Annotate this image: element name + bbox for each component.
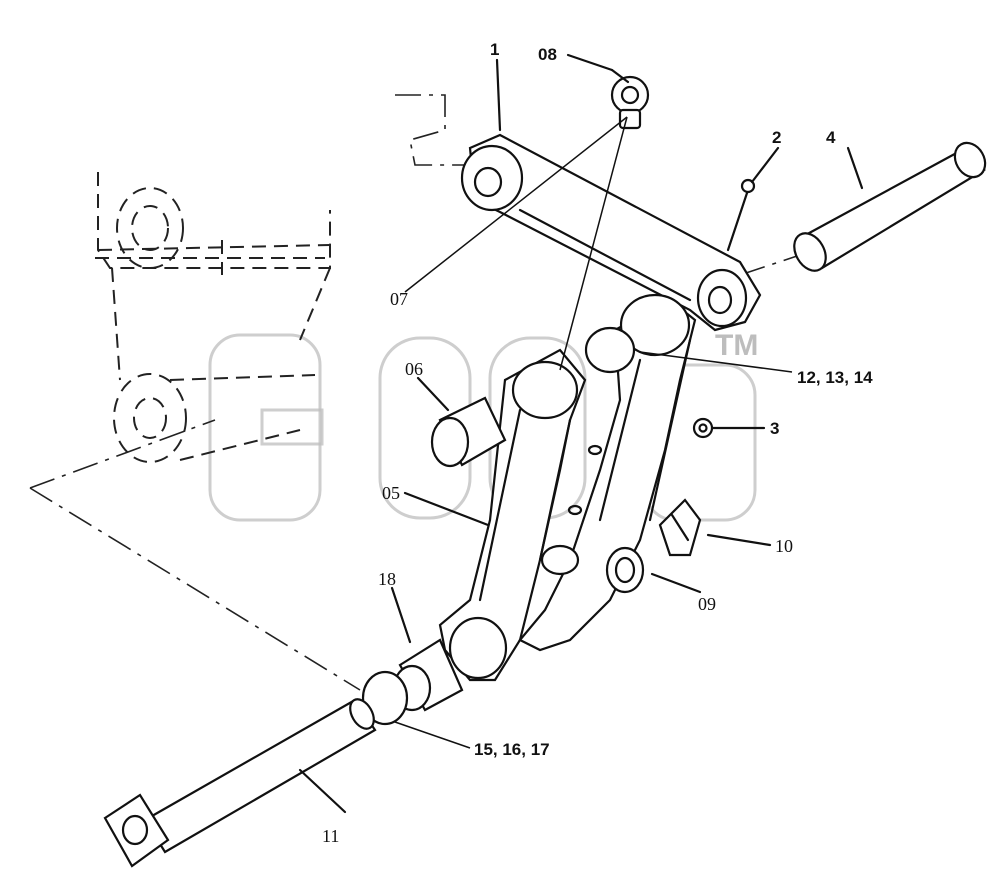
callout-06: 06 xyxy=(405,359,423,379)
callout-08: 08 xyxy=(538,45,557,64)
washer-10 xyxy=(658,498,702,557)
callout-11: 11 xyxy=(322,826,339,846)
callout-2: 2 xyxy=(772,128,781,147)
ring-15-16-17 xyxy=(361,670,409,726)
callout-3: 3 xyxy=(770,419,779,438)
ring-12-13-14 xyxy=(584,326,636,374)
callout-07: 07 xyxy=(390,289,408,309)
pin-11 xyxy=(103,698,377,868)
leader-lines xyxy=(298,53,864,814)
upper-link xyxy=(460,133,762,332)
grease-fitting xyxy=(610,68,650,130)
watermark-tm: TM xyxy=(715,329,758,362)
center-lines xyxy=(29,94,801,691)
callout-15-16-17: 15, 16, 17 xyxy=(474,740,550,759)
callout-labels: 1 08 2 4 07 06 12, 13, 14 3 05 10 09 18 … xyxy=(322,40,873,846)
callout-1: 1 xyxy=(490,40,499,59)
phantom-frame xyxy=(95,172,331,463)
callout-10: 10 xyxy=(775,536,793,556)
callout-4: 4 xyxy=(826,128,836,147)
callout-05: 05 xyxy=(382,483,400,503)
callout-18: 18 xyxy=(378,569,396,589)
nut-3 xyxy=(692,417,714,439)
bushing-06 xyxy=(430,396,507,468)
lower-link xyxy=(438,293,697,682)
cotter-pin xyxy=(726,178,756,252)
ring-09 xyxy=(605,546,645,594)
callout-09: 09 xyxy=(698,594,716,614)
pin-4 xyxy=(793,141,987,272)
callout-12-13-14: 12, 13, 14 xyxy=(797,368,873,387)
